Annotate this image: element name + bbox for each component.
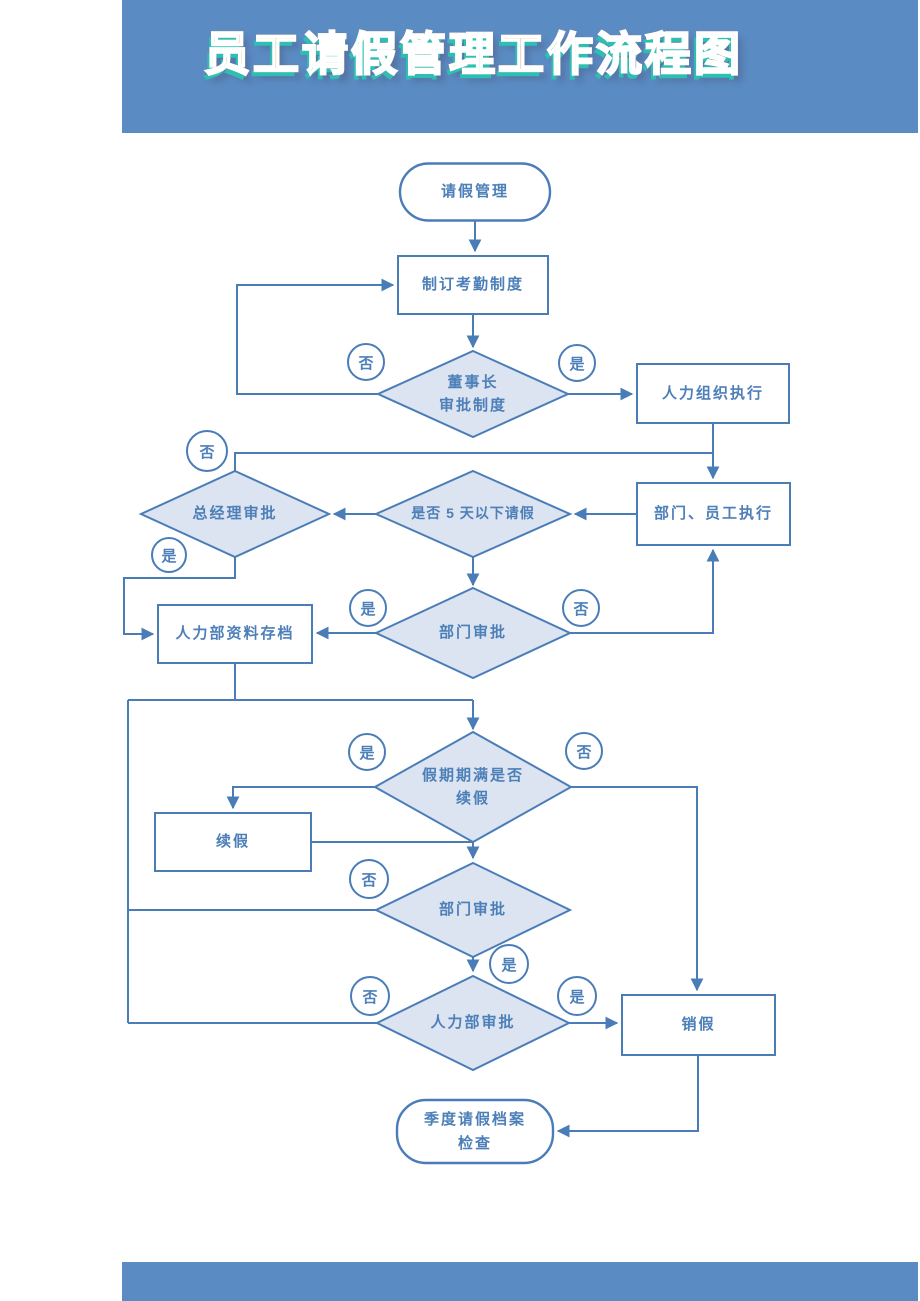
branch-circle-gm-no [186,430,228,472]
node-hr-approval [374,974,572,1072]
edge-extend-to-dept-approval2 [311,841,480,860]
page-title: 员工请假管理工作流程图 [203,18,743,84]
edge-expiry-yes-to-extend [226,786,375,810]
branch-circle-gm-yes [151,537,187,573]
branch-circle-dept2-no [349,859,389,899]
branch-circle-dept1-yes [349,589,387,627]
node-hr-organize-execute [636,363,790,424]
node-leave-expiry-extend [372,730,574,844]
edge-gm-yes-to-archive [123,557,236,641]
node-start [398,162,552,222]
node-cancel-leave [621,994,776,1056]
footer-banner [122,1262,918,1301]
branch-circle-chairman-no [347,343,385,381]
node-hr-archive [157,604,313,664]
node-under-5-days [373,469,573,559]
edge-chairman-no-loop [236,278,395,395]
node-extend-leave [154,812,312,872]
header-banner: 员工请假管理工作流程图 [122,0,918,133]
branch-circle-hr-yes [557,976,597,1016]
branch-circle-dept2-yes [489,944,529,984]
branch-circle-expiry-no [565,732,603,770]
edge-expiry-no-to-cancel [571,786,704,992]
branch-circle-dept1-no [562,589,600,627]
node-make-attendance-system [397,255,549,315]
node-dept-approval-1 [373,586,573,680]
edge-gm-no-return [234,452,713,471]
edge-cancel-to-end [556,1055,699,1138]
node-dept-approval-2 [373,861,573,959]
node-end [395,1098,555,1165]
branch-circle-hr-no [350,976,390,1016]
node-dept-employee-execute [636,482,791,546]
node-gm-approval [138,469,332,559]
branch-circle-chairman-yes [558,344,596,382]
branch-circle-expiry-yes [348,733,386,771]
edge-dept-approval1-no-return [570,548,720,634]
node-chairman-approve-system [375,349,571,439]
